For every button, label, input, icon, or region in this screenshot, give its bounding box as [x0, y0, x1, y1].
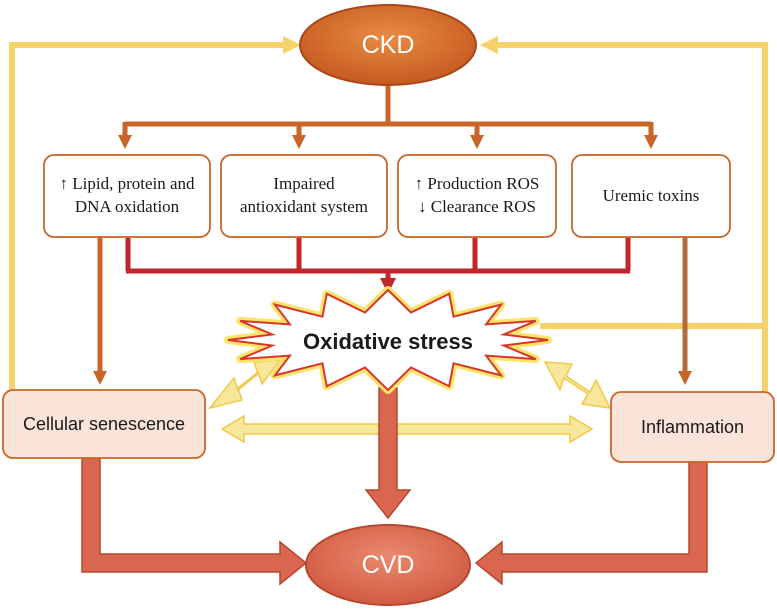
antioxidant-box — [220, 154, 388, 238]
yellow-feedback-right — [480, 36, 768, 392]
ckd-label: CKD — [361, 30, 415, 59]
senescence-box — [2, 389, 206, 459]
antioxidant-label-line2: antioxidant system — [240, 197, 368, 216]
oxidative-inflammation-double-arrow — [543, 361, 612, 409]
lipid-label: ↑ Lipid, protein and DNA oxidation — [44, 155, 210, 237]
lipid-box — [43, 154, 211, 238]
uremic-label: Uremic toxins — [602, 185, 700, 205]
ros-box — [397, 154, 557, 238]
inflammation-box — [610, 391, 775, 463]
ros-label: ↑ Production ROS ↓ Clearance ROS — [398, 155, 556, 237]
yellow-feedback-left — [9, 36, 301, 392]
oxidative-senescence-double-arrow — [208, 359, 282, 410]
oxidative-stress-starburst — [224, 286, 552, 394]
cvd-oval — [305, 524, 471, 606]
cvd-label: CVD — [361, 550, 415, 579]
lipid-label-line1: ↑ Lipid, protein and — [59, 174, 195, 194]
antioxidant-label: Impaired antioxidant system — [221, 155, 387, 237]
ckd-to-boxes-arrows — [118, 85, 658, 149]
antioxidant-label-line1: Impaired — [273, 174, 335, 194]
uremic-box — [571, 154, 731, 238]
lipid-label-line2: DNA oxidation — [74, 197, 180, 216]
boxes-to-oxidative-stress-arrows — [125, 237, 631, 294]
senescence-inflammation-double-arrow — [220, 414, 594, 444]
ckd-oval — [299, 4, 477, 86]
inflammation-label: Inflammation — [640, 416, 745, 437]
senescence-to-cvd-arrow — [81, 457, 308, 586]
ros-label-line1: ↑ Production ROS — [414, 174, 540, 194]
oxidative-to-cvd-arrow — [364, 387, 412, 520]
ros-label-line2: ↓ Clearance ROS — [417, 197, 537, 216]
senescence-label: Cellular senescence — [22, 413, 186, 434]
oxidative-stress-label: Oxidative stress — [303, 329, 473, 354]
inflammation-to-cvd-arrow — [474, 461, 708, 586]
